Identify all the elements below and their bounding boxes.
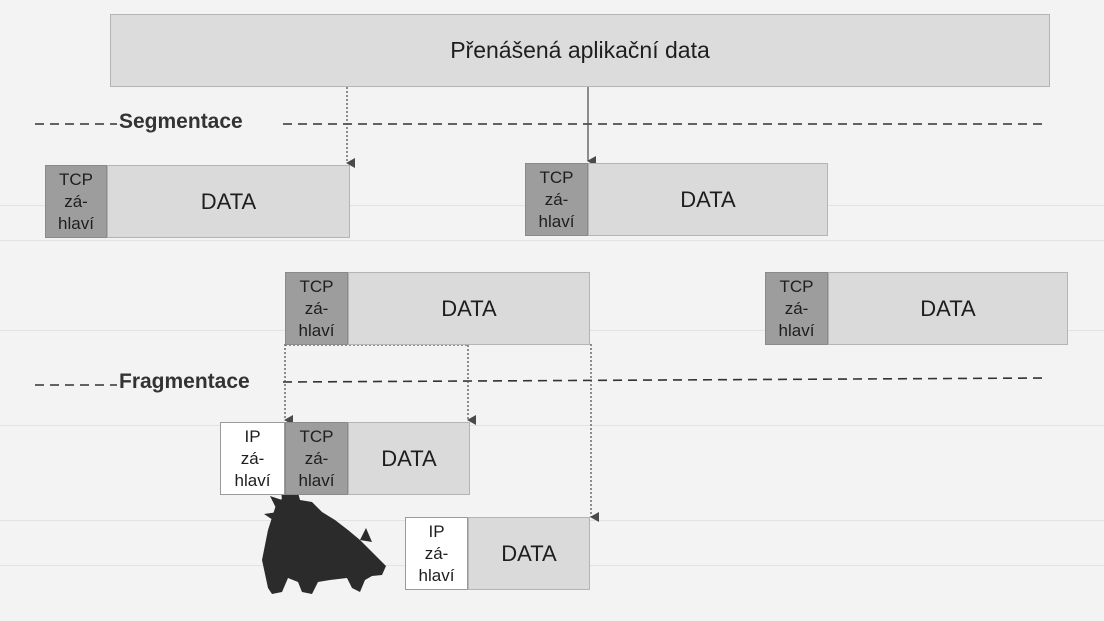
tcp-header-5: TCP zá- hlaví <box>285 422 348 495</box>
background-line <box>0 240 1104 241</box>
ip-header-1: IP zá- hlaví <box>220 422 285 495</box>
fragment-data-1: DATA <box>348 422 470 495</box>
segment-data-4: DATA <box>828 272 1068 345</box>
application-data-box: Přenášená aplikační data <box>110 14 1050 87</box>
segment-data-3: DATA <box>348 272 590 345</box>
fragment-data-2: DATA <box>468 517 590 590</box>
segmentation-label: Segmentace <box>117 110 245 134</box>
segment-data-1: DATA <box>107 165 350 238</box>
tcp-header-2: TCP zá- hlaví <box>525 163 588 236</box>
tcp-header-3: TCP zá- hlaví <box>285 272 348 345</box>
fragmentation-divider-right <box>282 377 1046 383</box>
fragmentation-label: Fragmentace <box>117 370 252 394</box>
tcp-header-4: TCP zá- hlaví <box>765 272 828 345</box>
background-line <box>0 425 1104 426</box>
application-data-label: Přenášená aplikační data <box>450 37 710 63</box>
ip-header-2: IP zá- hlaví <box>405 517 468 590</box>
tcp-header-1: TCP zá- hlaví <box>45 165 107 238</box>
segment-data-2: DATA <box>588 163 828 236</box>
